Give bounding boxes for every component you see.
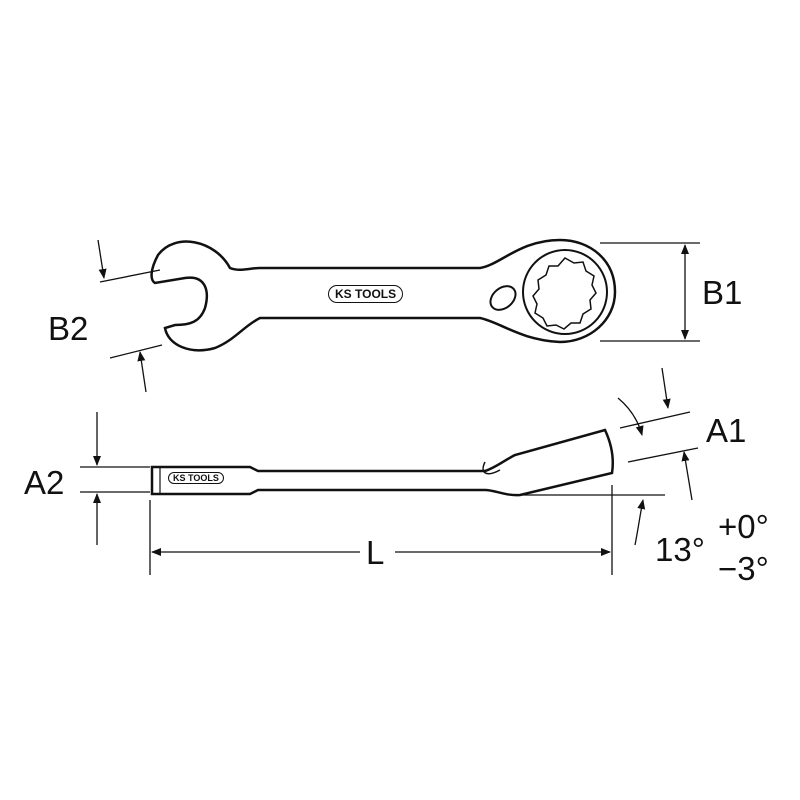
b2-dimension-line (97, 239, 107, 279)
tolerance-minus: −3° (718, 550, 769, 587)
angle-label: 13° (655, 531, 705, 568)
a1-label: A1 (706, 412, 747, 449)
brand-logo: KS TOOLS (328, 285, 404, 303)
a2-label: A2 (24, 464, 65, 501)
brand-logo-side: KS TOOLS (168, 472, 224, 484)
wrench-side-view (150, 428, 614, 497)
tolerance-plus: +0° (718, 508, 769, 545)
b1-label: B1 (702, 274, 743, 311)
l-label: L (366, 534, 385, 571)
b2-label: B2 (48, 310, 89, 347)
